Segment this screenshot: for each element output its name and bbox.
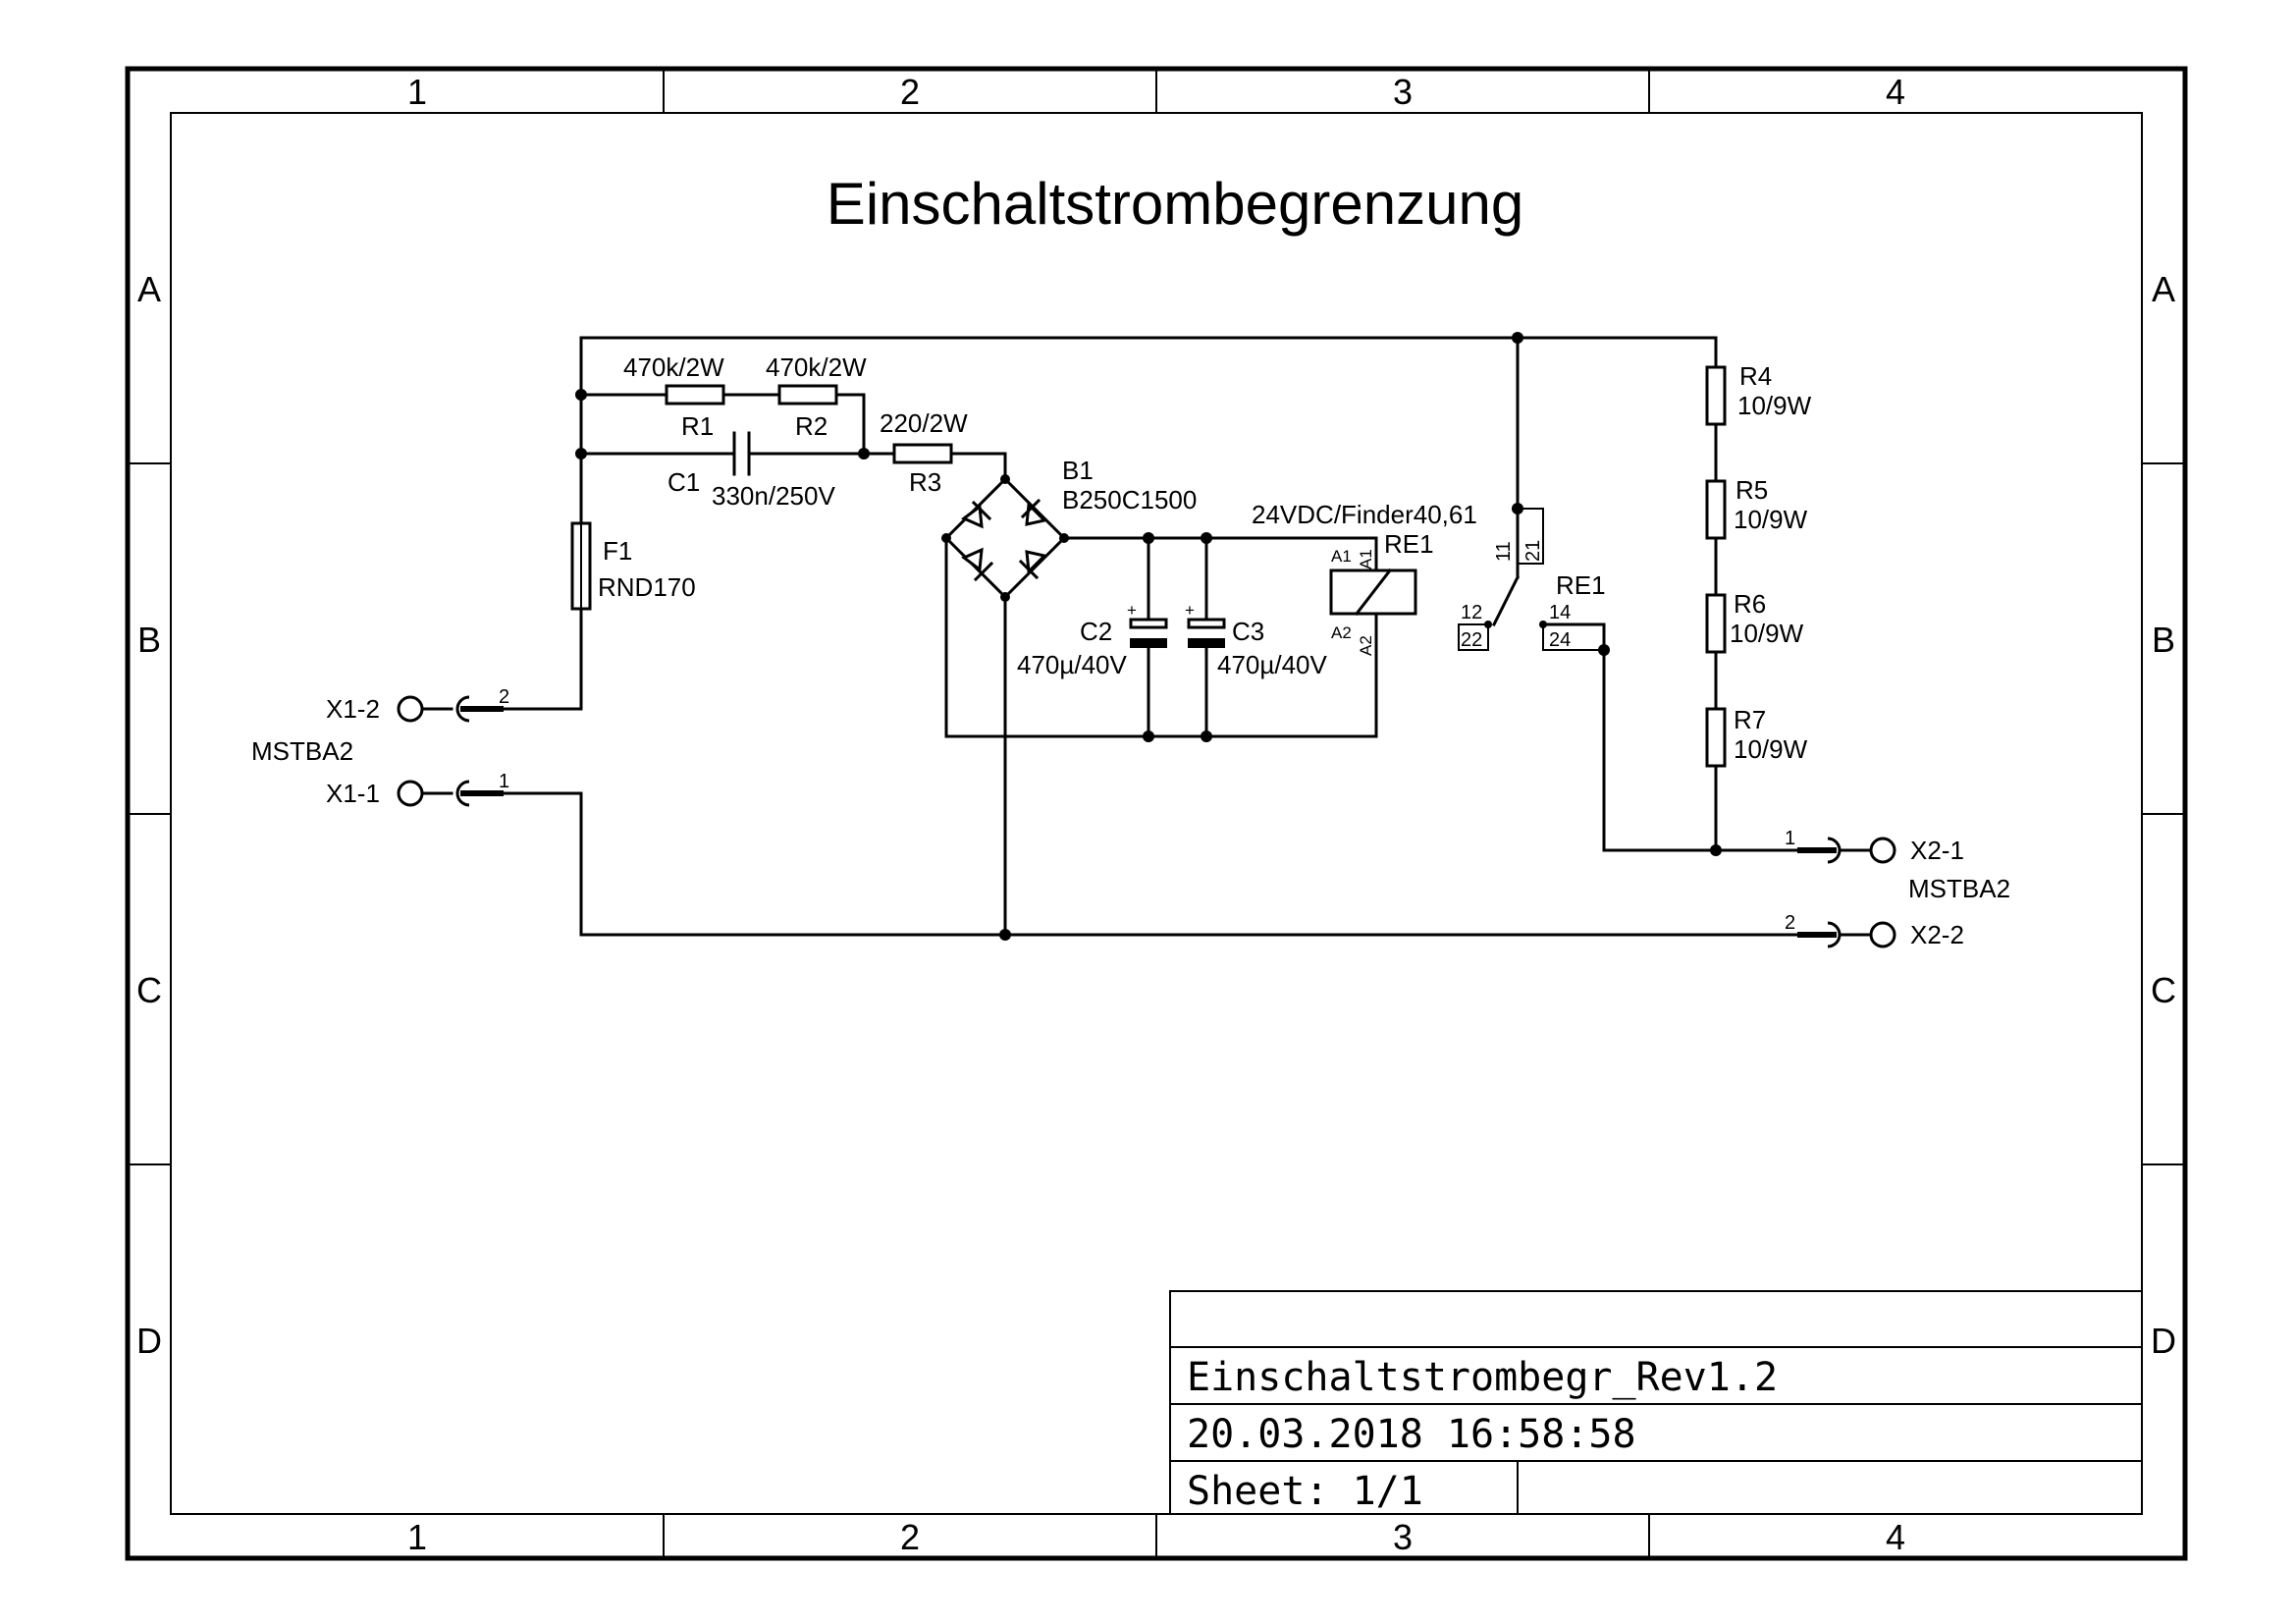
r2-value: 470k/2W (766, 352, 867, 382)
r5-ref: R5 (1735, 475, 1768, 505)
c3-ref: C3 (1232, 617, 1264, 646)
bridge-rectifier-b1: B1 B250C1500 (941, 456, 1197, 602)
title-block: Einschaltstrombegr_Rev1.2 20.03.2018 16:… (1169, 1290, 2143, 1515)
row-label-right: A (2152, 269, 2175, 309)
re1-pin-24: 24 (1549, 629, 1571, 651)
title-block-datetime: 20.03.2018 16:58:58 (1187, 1412, 1636, 1457)
drawing-frame: 1 2 3 4 1 2 3 4 A B C D A B C D (125, 66, 2188, 1561)
col-label-bottom: 3 (1393, 1517, 1413, 1557)
connector-x2: X2-1 X2-2 MSTBA2 1 2 (1785, 828, 2010, 949)
c2-plus-mark: + (1127, 601, 1137, 620)
col-label-top: 3 (1393, 72, 1413, 112)
connector-x1: X1-2 X1-1 MSTBA2 2 1 (251, 686, 509, 808)
resistor-r2: 470k/2W R2 (766, 352, 867, 441)
re1-pin-14: 14 (1549, 602, 1571, 623)
capacitor-c2: + C2 470µ/40V (1017, 601, 1168, 679)
row-label-left: C (136, 970, 162, 1010)
resistor-r6: R6 10/9W (1705, 589, 1804, 654)
capacitor-c1: C1 330n/250V (667, 431, 835, 511)
f1-value: RND170 (598, 572, 696, 602)
re1-pin-22: 22 (1461, 629, 1482, 651)
r3-value: 220/2W (880, 408, 968, 438)
resistor-r3: 220/2W R3 (880, 408, 968, 497)
r4-value: 10/9W (1737, 391, 1812, 420)
wires (499, 336, 1812, 937)
re1-pin-a2: A2 (1331, 623, 1352, 642)
col-label-top: 1 (407, 72, 427, 112)
x2-2-label: X2-2 (1910, 920, 1964, 949)
x1-pin-1: 1 (499, 771, 509, 792)
x1-type: MSTBA2 (251, 736, 353, 766)
re1-pin-11: 11 (1493, 541, 1515, 562)
re1-pin-a1: A1 (1331, 547, 1352, 566)
x2-type: MSTBA2 (1908, 874, 2010, 903)
relay-coil-re1: 24VDC/Finder40,61 RE1 A1 A2 A1 A2 (1252, 500, 1477, 656)
re1-pin-a1-vertical: A1 (1357, 549, 1375, 569)
c1-value: 330n/250V (712, 481, 835, 511)
x2-1-label: X2-1 (1910, 836, 1964, 865)
x1-pin-2: 2 (499, 686, 509, 708)
c2-value: 470µ/40V (1017, 650, 1128, 679)
row-label-left: A (137, 269, 161, 309)
resistor-r7: R7 10/9W (1705, 705, 1808, 768)
c3-value: 470µ/40V (1217, 650, 1328, 679)
x2-pin-1: 1 (1785, 828, 1795, 849)
re1-pin-a2-vertical: A2 (1357, 635, 1375, 656)
resistor-r1: 470k/2W R1 (623, 352, 725, 441)
r1-value: 470k/2W (623, 352, 724, 382)
title-block-filename: Einschaltstrombegr_Rev1.2 (1187, 1355, 1778, 1400)
r3-ref: R3 (909, 467, 941, 497)
c3-plus-mark: + (1185, 601, 1195, 620)
row-label-right: D (2151, 1321, 2176, 1361)
r5-value: 10/9W (1734, 505, 1808, 534)
inner-border (170, 112, 2143, 1515)
re1-contact-ref: RE1 (1556, 570, 1606, 600)
x2-pin-2: 2 (1785, 912, 1795, 934)
row-label-left: B (137, 620, 161, 660)
x1-1-label: X1-1 (326, 779, 380, 808)
x1-2-label: X1-2 (326, 694, 380, 724)
outer-border (125, 66, 2188, 1561)
r2-ref: R2 (795, 411, 828, 441)
resistor-r5: R5 10/9W (1705, 475, 1808, 540)
row-label-right: B (2152, 620, 2175, 660)
fuse-f1: F1 RND170 (570, 521, 696, 611)
col-label-bottom: 1 (407, 1517, 427, 1557)
c2-ref: C2 (1080, 617, 1112, 646)
r1-ref: R1 (681, 411, 714, 441)
row-label-right: C (2151, 970, 2176, 1010)
r6-ref: R6 (1734, 589, 1766, 619)
schematic-title: Einschaltstrombegrenzung (827, 171, 1523, 237)
re1-pin-21: 21 (1522, 540, 1544, 562)
col-label-bottom: 4 (1886, 1517, 1905, 1557)
row-label-left: D (136, 1321, 162, 1361)
b1-ref: B1 (1062, 456, 1094, 485)
r7-ref: R7 (1734, 705, 1766, 734)
resistor-r4: R4 10/9W (1705, 361, 1812, 426)
b1-value: B250C1500 (1062, 485, 1197, 514)
col-label-top: 4 (1886, 72, 1905, 112)
f1-ref: F1 (603, 536, 632, 566)
relay-contact-re1: RE1 11 21 12 22 14 24 (1458, 508, 1606, 651)
c1-ref: C1 (667, 467, 700, 497)
title-block-sheet: Sheet: 1/1 (1187, 1469, 1423, 1514)
capacitor-c3: + C3 470µ/40V (1185, 601, 1328, 679)
re1-coil-value: 24VDC/Finder40,61 (1252, 500, 1477, 529)
r7-value: 10/9W (1734, 734, 1808, 764)
r4-ref: R4 (1739, 361, 1772, 391)
re1-coil-ref: RE1 (1384, 529, 1434, 559)
col-label-top: 2 (900, 72, 920, 112)
r6-value: 10/9W (1730, 619, 1804, 648)
re1-pin-12: 12 (1461, 602, 1482, 623)
col-label-bottom: 2 (900, 1517, 920, 1557)
